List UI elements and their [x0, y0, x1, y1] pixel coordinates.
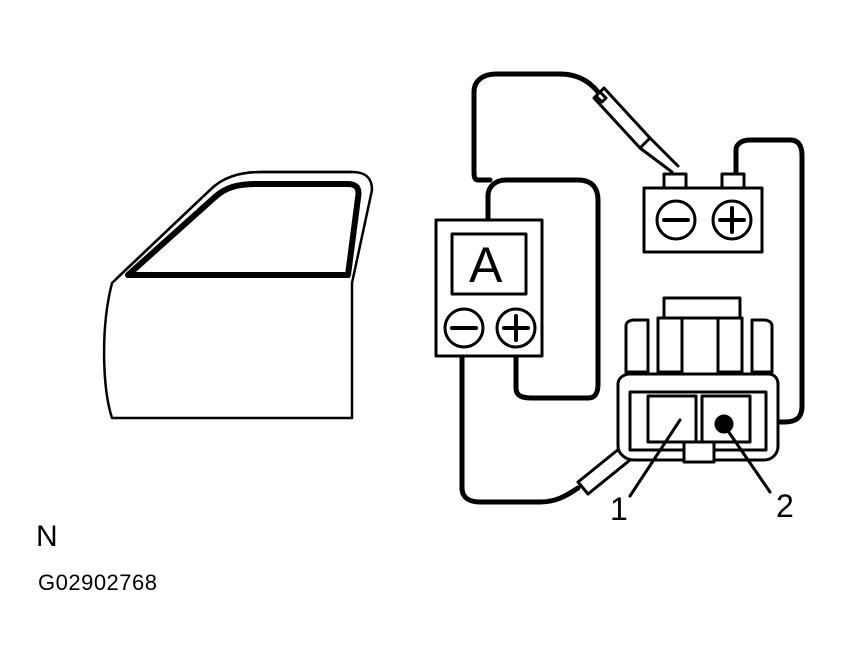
wire-meter-minus-to-probe: [459, 343, 581, 505]
probe-cap: [594, 90, 608, 104]
connector-cavity-1: [646, 394, 698, 444]
connector-latch-left: [656, 316, 684, 374]
wire-battery-plus-to-terminal2: [719, 137, 805, 425]
wire-battery-neg-loop: [471, 71, 601, 183]
motor-connector: [616, 296, 780, 464]
figure-code: G02902768: [38, 570, 158, 595]
door-window-outer: [114, 170, 354, 281]
leader-line-2: [724, 426, 772, 494]
leader-lines: [628, 418, 772, 498]
wire-meter-plus-to-connector: [513, 217, 601, 401]
ammeter-display: [450, 232, 528, 296]
view-letter: N: [36, 520, 58, 553]
connector-key: [682, 440, 716, 464]
door-outline: [102, 170, 374, 420]
probe-tip: [638, 136, 680, 174]
connector-top-tab: [662, 296, 742, 320]
door-illustration: [102, 170, 374, 420]
battery: [642, 172, 764, 254]
terminal-2-pin: [714, 414, 734, 434]
test-probe-battery: [592, 86, 680, 174]
connector-side-right: [750, 318, 774, 374]
terminal-2-label: 2: [776, 488, 794, 524]
connector-inner-rim: [628, 390, 768, 452]
ammeter: [434, 218, 544, 358]
connector-side-left: [624, 318, 650, 374]
leader-line-1: [628, 418, 682, 498]
ammeter-label: A: [469, 237, 503, 293]
wire-meter-top-loop: [485, 177, 601, 223]
connector-latch-right: [716, 316, 744, 374]
wires: [459, 71, 805, 505]
door-window-frame: [125, 181, 362, 278]
terminal-1-label: 1: [610, 491, 628, 527]
